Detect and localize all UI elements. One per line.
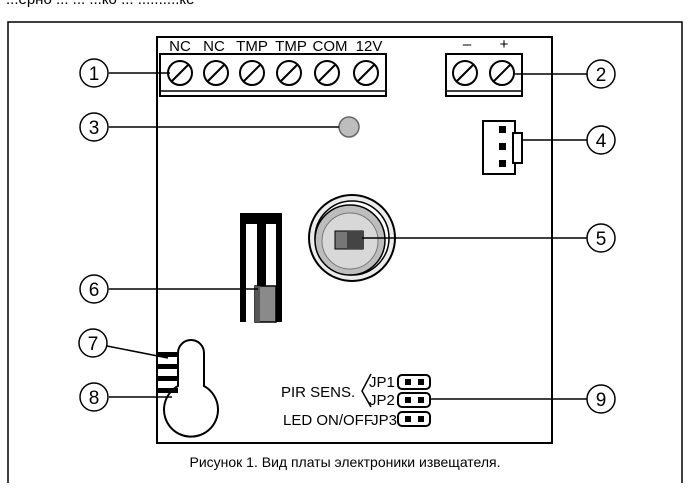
power-terminal-block: [445, 53, 523, 97]
main-terminal-block: [159, 53, 387, 97]
callout-3: 3: [79, 112, 109, 142]
screw-icon: [203, 60, 229, 86]
callout-1-label: 1: [89, 64, 100, 85]
jp1-label: JP1: [369, 374, 395, 391]
jumper-bracket: [361, 373, 372, 408]
screw-icon: [239, 60, 265, 86]
jumper-jp2: [397, 392, 431, 408]
callout-2-label: 2: [596, 65, 607, 86]
screw-icon: [314, 60, 340, 86]
terminal-label-nc-1: NC: [169, 38, 191, 55]
screw-icon: [452, 60, 478, 86]
pir-sensor: [308, 194, 396, 282]
callout-3-label: 3: [89, 118, 100, 139]
terminal-label-tmp-1: TMP: [236, 38, 268, 55]
jumpers: [397, 374, 431, 427]
screw-icon: [167, 60, 193, 86]
callout-9-label: 9: [596, 390, 607, 411]
jp3-label: JP3: [371, 412, 397, 429]
terminal-label-12v: 12V: [356, 38, 383, 55]
callout-4: 4: [586, 125, 616, 155]
screw-icon: [276, 60, 302, 86]
callout-5: 5: [586, 223, 616, 253]
tamper-switch: [240, 213, 282, 323]
jumper-jp1: [397, 374, 431, 390]
leader-lines: [106, 72, 587, 400]
figure-caption: Рисунок 1. Вид платы электроники извещат…: [189, 454, 500, 470]
terminal-label-tmp-2: TMP: [275, 38, 307, 55]
jp2-label: JP2: [369, 392, 395, 409]
callout-4-label: 4: [596, 131, 607, 152]
power-terminal-labels: – +: [463, 36, 509, 53]
callout-8-label: 8: [89, 388, 100, 409]
callout-6: 6: [79, 274, 109, 304]
callout-9: 9: [586, 384, 616, 414]
main-screws: [167, 60, 379, 86]
callout-1: 1: [79, 58, 109, 88]
terminal-label-minus: –: [463, 36, 472, 53]
led-on-off-label: LED ON/OFF: [283, 412, 373, 429]
jumper-labels: PIR SENS. JP1 JP2 LED ON/OFF JP3: [281, 374, 397, 429]
led-indicator: [338, 116, 360, 138]
header-text-fragment: ...ерно ... ... ...ко ... ..........ке: [6, 0, 682, 9]
terminal-label-plus: +: [500, 36, 509, 53]
callout-2: 2: [586, 59, 616, 89]
pir-sens-label: PIR SENS.: [281, 384, 355, 401]
callout-6-label: 6: [89, 280, 100, 301]
screw-icon: [353, 60, 379, 86]
screw-icon: [489, 60, 515, 86]
light-sensor: [157, 339, 219, 438]
callout-7-label: 7: [88, 334, 99, 355]
terminal-label-nc-2: NC: [203, 38, 225, 55]
pin-connector: [482, 120, 523, 175]
main-terminal-labels: NC NC TMP TMP COM 12V: [169, 38, 382, 55]
callouts: 1 2 3 4 5 6 7 8: [78, 58, 616, 414]
jumper-jp3: [397, 411, 431, 427]
callout-5-label: 5: [596, 229, 607, 250]
callout-8: 8: [79, 382, 109, 412]
outer-frame: [7, 21, 683, 483]
callout-7: 7: [78, 328, 108, 358]
terminal-label-com: COM: [313, 38, 348, 55]
